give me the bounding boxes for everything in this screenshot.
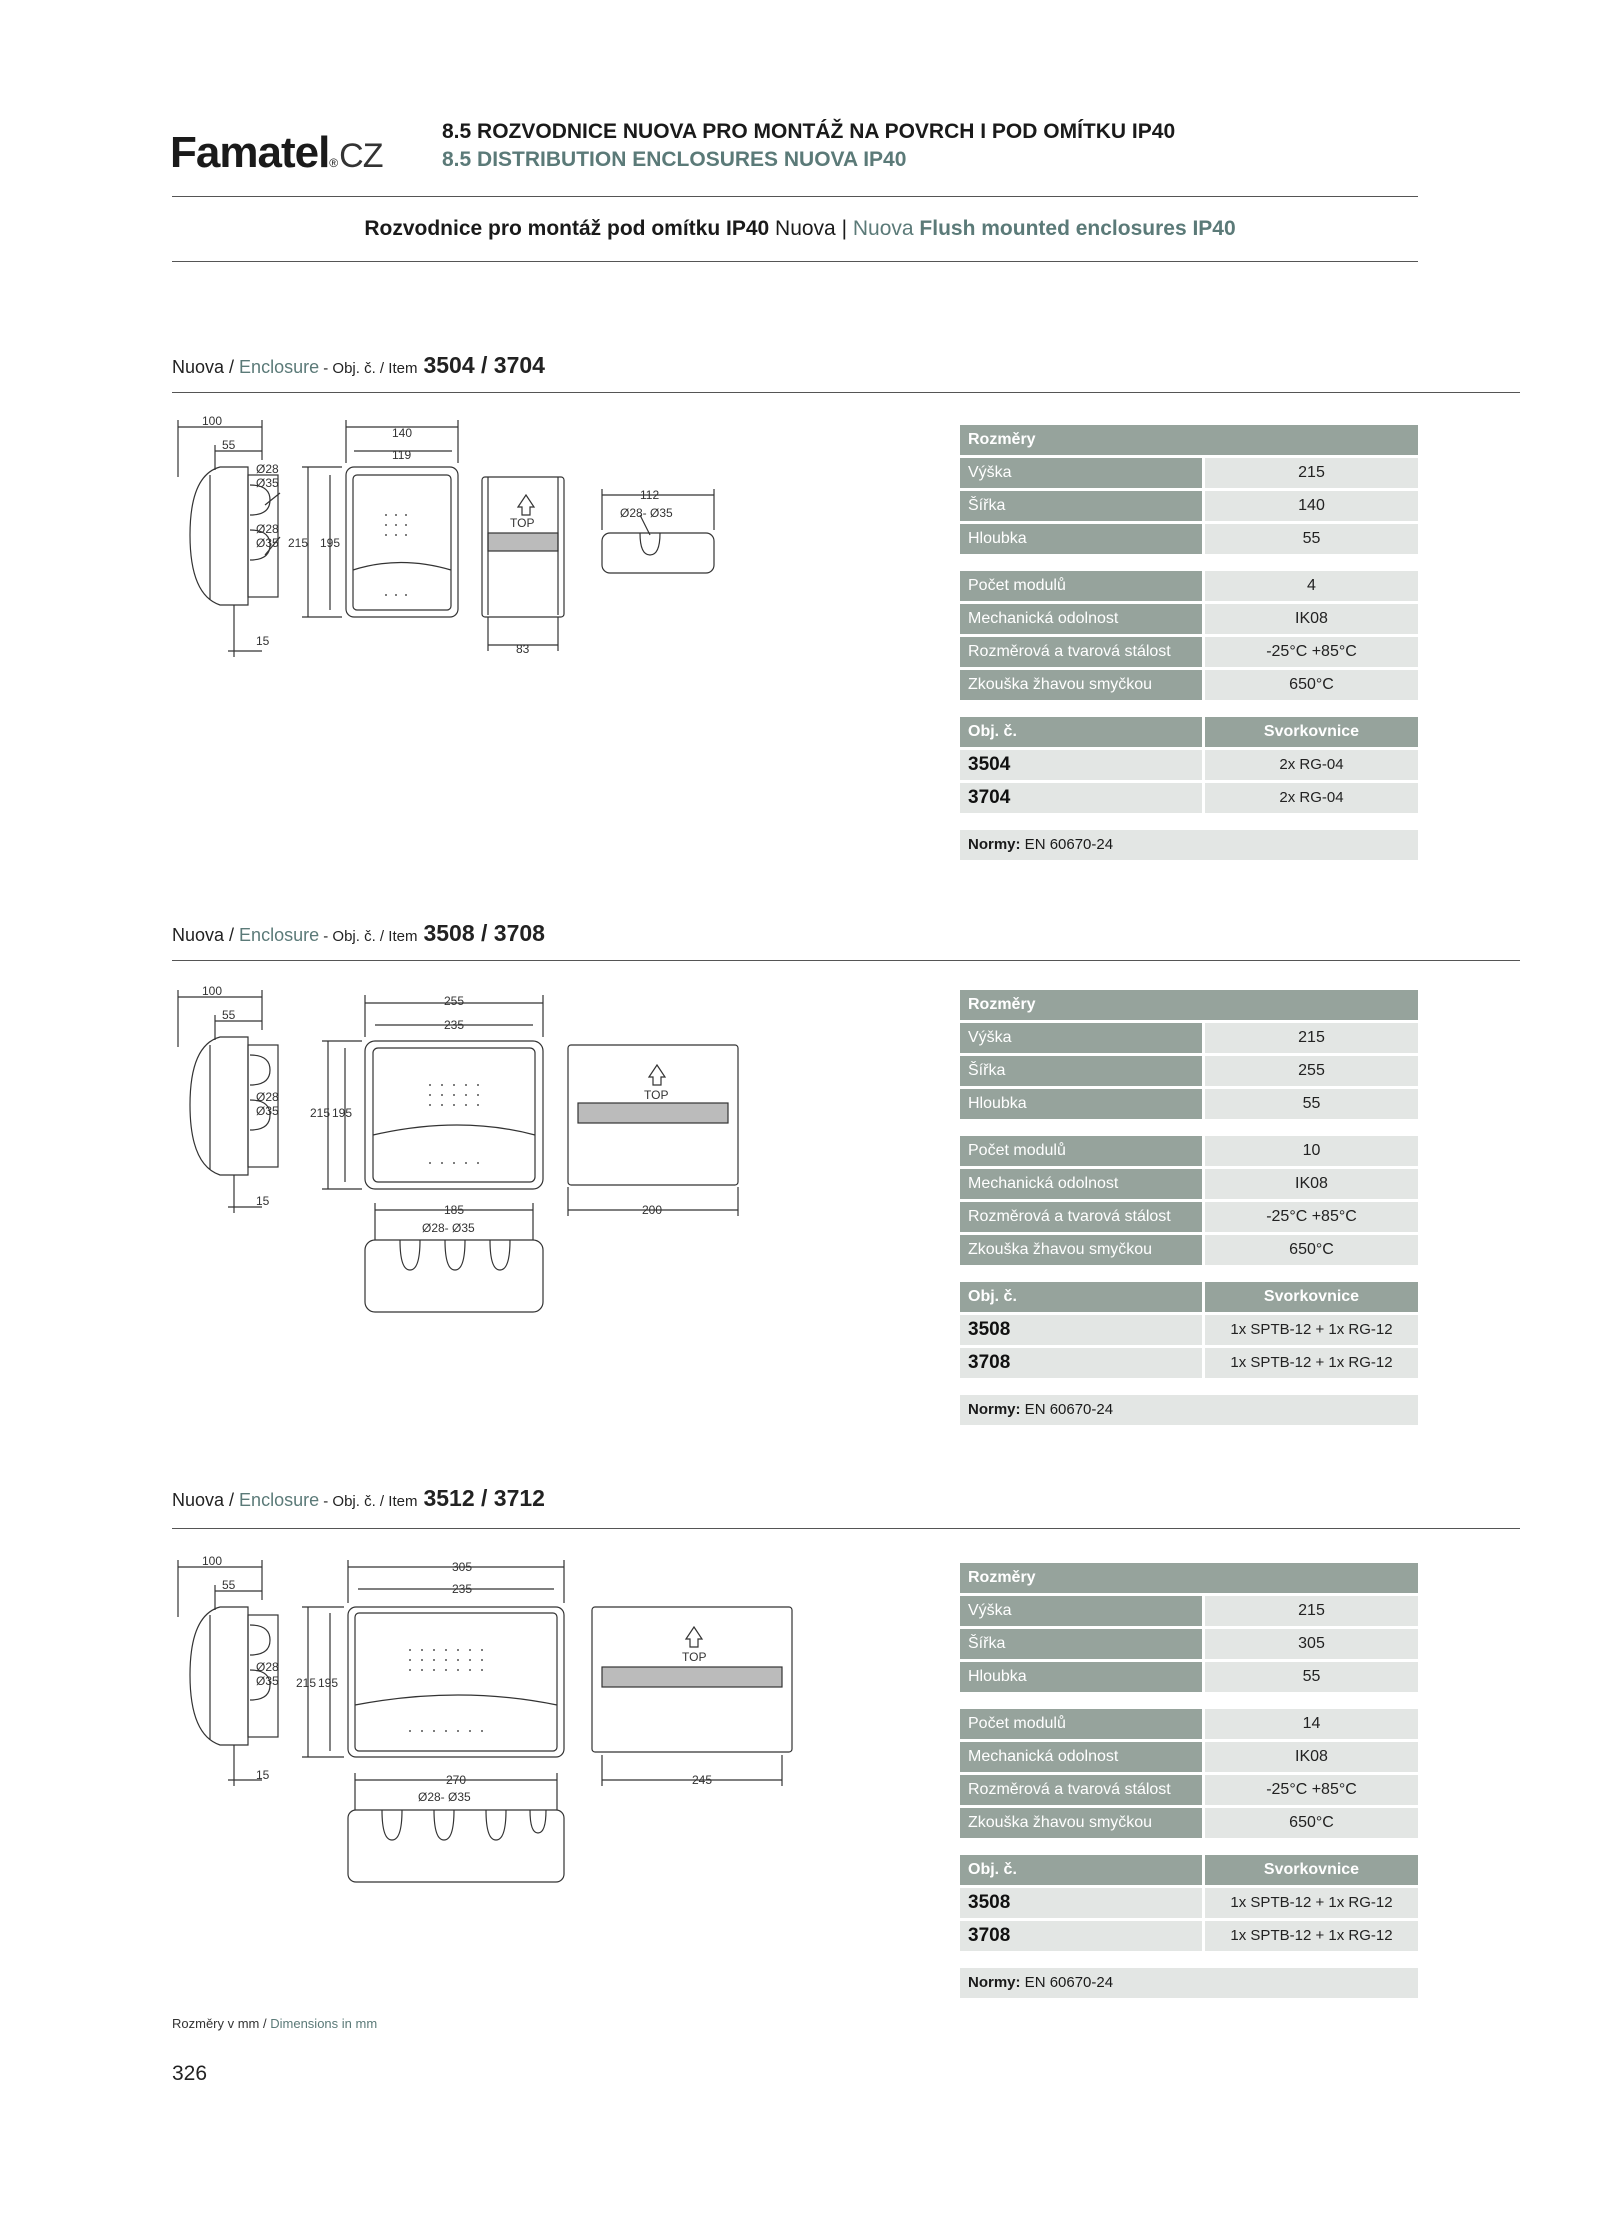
chapter-title-cz: 8.5 ROZVODNICE NUOVA PRO MONTÁŽ NA POVRC… bbox=[442, 120, 1176, 143]
svg-text:140: 140 bbox=[392, 426, 412, 440]
svg-text:55: 55 bbox=[222, 438, 236, 452]
technical-drawing: 100 55 Ø28 Ø35 Ø28 Ø35 15 215 195 140 11… bbox=[177, 415, 715, 657]
svg-text:200: 200 bbox=[642, 1203, 662, 1217]
technical-drawing: 100 55 Ø28 Ø35 15 215 195 305 235 TOP 27… bbox=[177, 1555, 793, 1883]
svg-text:15: 15 bbox=[256, 634, 270, 648]
svg-text:235: 235 bbox=[444, 1018, 464, 1032]
svg-text:TOP: TOP bbox=[644, 1088, 668, 1102]
svg-text:Ø28: Ø28 bbox=[256, 522, 279, 536]
svg-text:305: 305 bbox=[452, 1560, 472, 1574]
chapter-title-en: 8.5 DISTRIBUTION ENCLOSURES NUOVA IP40 bbox=[442, 148, 907, 171]
svg-text:195: 195 bbox=[320, 536, 340, 550]
svg-text:55: 55 bbox=[222, 1008, 236, 1022]
svg-text:15: 15 bbox=[256, 1768, 270, 1782]
svg-text:255: 255 bbox=[444, 994, 464, 1008]
divider bbox=[172, 1528, 1520, 1529]
divider bbox=[172, 392, 1520, 393]
svg-text:100: 100 bbox=[202, 985, 222, 998]
svg-text:Ø35: Ø35 bbox=[256, 1104, 279, 1118]
footer-note: Rozměry v mm / Dimensions in mm bbox=[172, 2016, 378, 2031]
svg-text:100: 100 bbox=[202, 415, 222, 428]
svg-text:235: 235 bbox=[452, 1582, 472, 1596]
page-number: 326 bbox=[172, 2062, 208, 2085]
page-subtitle: Rozvodnice pro montáž pod omítku IP40 Nu… bbox=[364, 217, 1236, 240]
svg-text:100: 100 bbox=[202, 1555, 222, 1568]
svg-text:185: 185 bbox=[444, 1203, 464, 1217]
svg-text:Ø28: Ø28 bbox=[256, 1090, 279, 1104]
divider bbox=[172, 261, 1418, 262]
svg-text:195: 195 bbox=[332, 1106, 352, 1120]
svg-text:TOP: TOP bbox=[682, 1650, 706, 1664]
svg-text:Ø35: Ø35 bbox=[256, 476, 279, 490]
svg-text:215: 215 bbox=[296, 1676, 316, 1690]
svg-text:55: 55 bbox=[222, 1578, 236, 1592]
svg-text:119: 119 bbox=[392, 448, 411, 462]
divider bbox=[172, 960, 1520, 961]
svg-text:270: 270 bbox=[446, 1773, 466, 1787]
svg-text:245: 245 bbox=[692, 1773, 712, 1787]
svg-text:215: 215 bbox=[288, 536, 308, 550]
svg-text:TOP: TOP bbox=[510, 516, 534, 530]
svg-text:195: 195 bbox=[318, 1676, 338, 1690]
technical-drawing: 100 55 Ø28 Ø35 15 215 195 255 235 TOP 18… bbox=[177, 985, 739, 1313]
svg-text:15: 15 bbox=[256, 1194, 270, 1208]
divider bbox=[172, 196, 1418, 197]
svg-text:Ø28: Ø28 bbox=[256, 462, 279, 476]
svg-text:Ø35: Ø35 bbox=[256, 536, 279, 550]
svg-text:215: 215 bbox=[310, 1106, 330, 1120]
svg-text:112: 112 bbox=[640, 488, 659, 502]
svg-text:Ø35: Ø35 bbox=[256, 1674, 279, 1688]
svg-text:Ø28- Ø35: Ø28- Ø35 bbox=[620, 506, 673, 520]
svg-text:83: 83 bbox=[516, 642, 530, 656]
svg-text:Ø28- Ø35: Ø28- Ø35 bbox=[418, 1790, 471, 1804]
svg-text:Ø28- Ø35: Ø28- Ø35 bbox=[422, 1221, 475, 1235]
svg-text:Ø28: Ø28 bbox=[256, 1660, 279, 1674]
brand-logo: Famatel®CZ bbox=[170, 128, 383, 177]
